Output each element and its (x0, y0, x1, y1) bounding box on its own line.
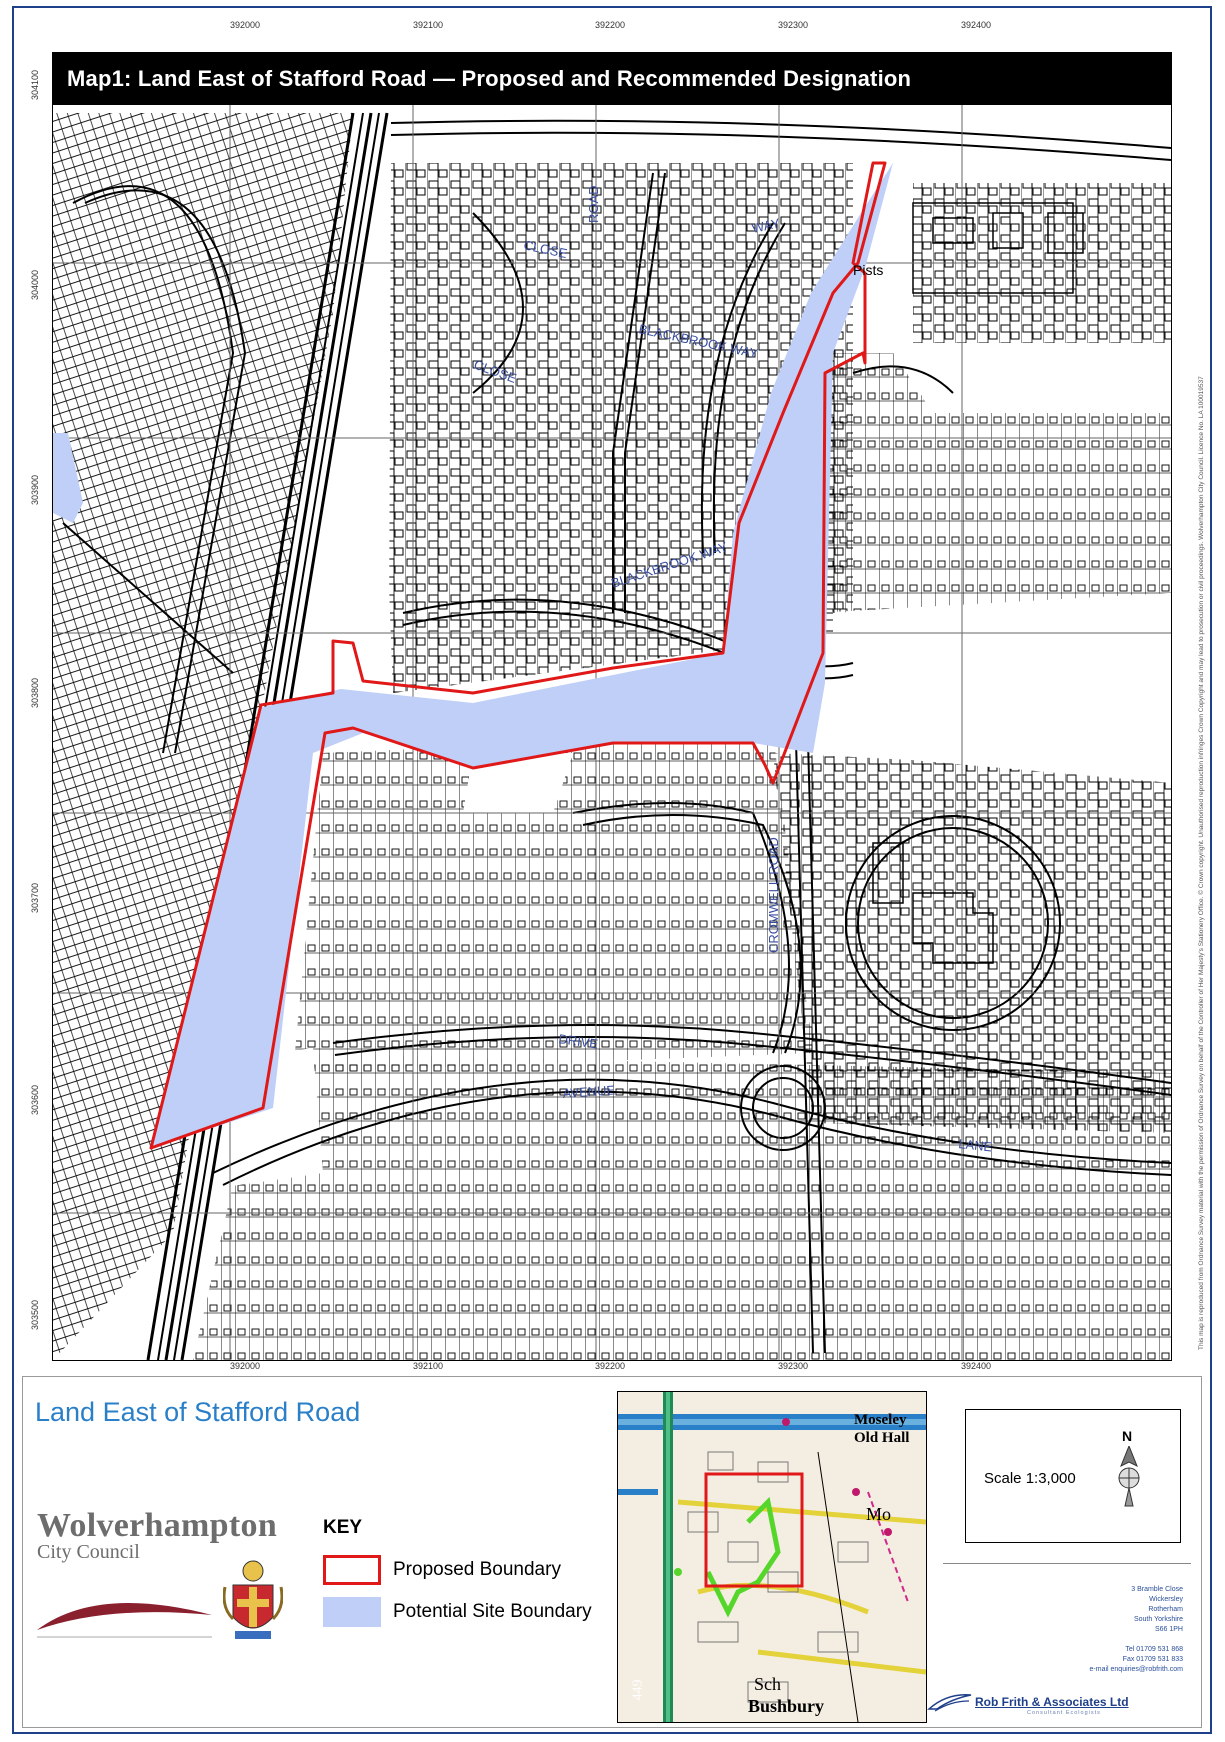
bottom-easting-label: 392300 (778, 1361, 809, 1371)
bottom-easting-label: 392200 (595, 1361, 626, 1371)
north-arrow-icon (1118, 1446, 1140, 1507)
central-building (872, 202, 1084, 964)
copyright-note: This map is reproduced from Ordnance Sur… (1198, 376, 1205, 1350)
northing-label: 304100 (30, 69, 40, 100)
inset-map-graphic (618, 1392, 926, 1722)
top-easting-label: 392400 (961, 20, 992, 30)
street-label-avenue: AVENUE (562, 1082, 616, 1101)
street-label-lane: LANE (958, 1136, 994, 1155)
potential-site-swatch (323, 1597, 381, 1627)
street-label-pists: Pists (853, 262, 883, 278)
council-crest-icon (223, 1560, 283, 1639)
north-label: N (1122, 1428, 1133, 1444)
street-label-drive: DRIVE (558, 1031, 600, 1051)
panel-divider (943, 1563, 1191, 1564)
inset-label: Sch (754, 1674, 781, 1694)
firm-name: Rob Frith & Associates Ltd (975, 1695, 1129, 1709)
inset-label: Moseley (854, 1412, 907, 1428)
bottom-easting-label: 392400 (961, 1361, 992, 1371)
council-logo: Wolverhampton City Council (37, 1507, 277, 1564)
northing-label: 304000 (30, 269, 40, 300)
council-subtitle: City Council (37, 1541, 140, 1563)
ordnance-survey-map: CLOSE BLACKBROOK WAY WAY ROAD Pists CLOS… (53, 53, 1171, 1360)
top-easting-label: 392000 (230, 20, 261, 30)
legend-panel: Land East of Stafford Road Wolverhampton… (22, 1376, 1202, 1728)
inset-label: Old Hall (854, 1430, 910, 1446)
legend-item-potential: Potential Site Boundary (323, 1597, 592, 1627)
map-canvas[interactable]: CLOSE BLACKBROOK WAY WAY ROAD Pists CLOS… (52, 52, 1172, 1361)
minor-roads (62, 119, 1171, 1354)
proposed-boundary (149, 161, 887, 1150)
council-name: Wolverhampton (37, 1507, 278, 1544)
map-title: Map1: Land East of Stafford Road — Propo… (53, 53, 1171, 105)
northing-label: 303900 (30, 474, 40, 505)
scale-box: Scale 1:3,000 N (965, 1409, 1181, 1543)
inset-label: Mo (866, 1504, 892, 1524)
inset-label: Bushbury (748, 1696, 825, 1716)
northing-label: 303800 (30, 677, 40, 708)
top-easting-label: 392100 (413, 20, 444, 30)
firm-logo-icon (927, 1694, 972, 1712)
legend-label: Potential Site Boundary (393, 1601, 592, 1622)
site-name: Land East of Stafford Road (35, 1397, 361, 1427)
street-label-road: ROAD (586, 185, 601, 223)
street-label-way: WAY (751, 215, 782, 236)
top-easting-label: 392300 (778, 20, 809, 30)
northing-label: 303600 (30, 1084, 40, 1115)
key-title: KEY (323, 1517, 363, 1538)
northing-label: 303500 (30, 1299, 40, 1330)
scale-label: Scale 1:3,000 (984, 1470, 1076, 1487)
northing-label: 303700 (30, 882, 40, 913)
street-label-cromwell-road: CROMWELL ROAD (766, 837, 781, 953)
firm-subtitle: Consultant Ecologists (1027, 1710, 1101, 1716)
proposed-boundary-swatch (323, 1555, 381, 1585)
council-swoosh-icon (37, 1603, 212, 1638)
firm-address: 3 Bramble Close Wickersley Rotherham Sou… (1089, 1586, 1183, 1673)
inset-label: 449 (630, 1679, 646, 1701)
potential-site-boundary (53, 163, 893, 1148)
location-inset-map: Moseley Old Hall Mo Sch Bushbury 449 (617, 1391, 927, 1723)
top-easting-label: 392200 (595, 20, 626, 30)
legend-label: Proposed Boundary (393, 1559, 561, 1580)
legend-item-proposed: Proposed Boundary (323, 1555, 561, 1585)
bottom-easting-label: 392100 (413, 1361, 444, 1371)
bottom-easting-label: 392000 (230, 1361, 261, 1371)
